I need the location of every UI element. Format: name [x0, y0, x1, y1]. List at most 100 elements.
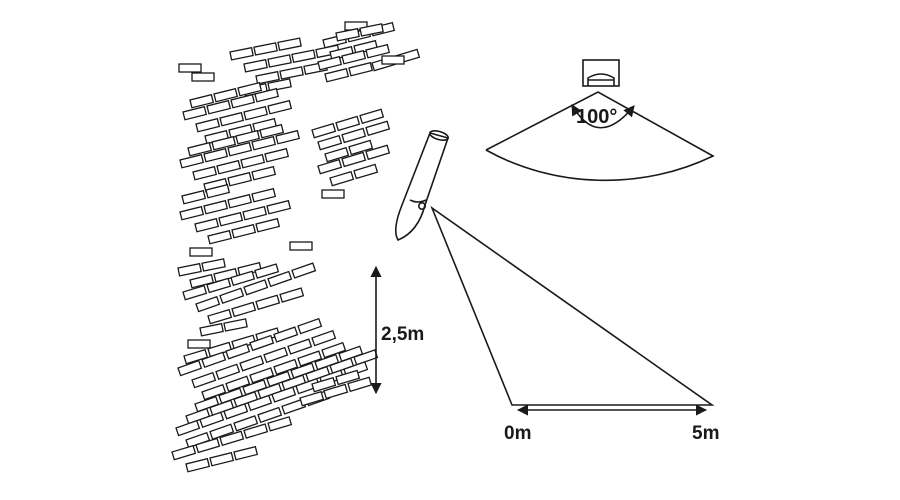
brick	[225, 375, 251, 392]
brick	[317, 55, 343, 71]
brick	[348, 139, 374, 156]
brick	[257, 382, 283, 400]
brick	[347, 376, 373, 393]
brick	[179, 205, 205, 221]
brick	[177, 262, 202, 277]
brick	[321, 189, 345, 199]
brick	[275, 129, 301, 145]
brick	[317, 134, 343, 151]
brick	[341, 151, 367, 168]
brick	[305, 365, 331, 383]
brick	[242, 205, 268, 221]
brick	[335, 115, 361, 132]
brick	[253, 42, 278, 56]
brick	[178, 63, 202, 73]
brick	[359, 108, 385, 125]
brick	[203, 147, 229, 163]
brick	[237, 81, 263, 97]
brick	[175, 419, 201, 437]
brick	[206, 277, 232, 294]
brick	[311, 376, 337, 393]
brick	[219, 111, 245, 127]
spotlight-lamp-icon	[394, 130, 450, 241]
brick	[182, 284, 208, 301]
brick	[338, 345, 364, 362]
brick	[171, 444, 197, 461]
brick	[183, 348, 209, 365]
brick	[243, 423, 269, 439]
brick	[323, 383, 349, 400]
brick	[291, 262, 317, 279]
brick	[329, 357, 355, 374]
brick	[242, 379, 268, 396]
brick	[247, 394, 273, 412]
brick	[231, 223, 257, 239]
brick	[179, 153, 205, 169]
brick	[177, 359, 203, 377]
brick	[192, 165, 218, 181]
brick	[291, 49, 316, 64]
brick	[259, 123, 285, 139]
brick	[290, 362, 316, 379]
brick	[225, 343, 251, 360]
brick	[277, 37, 302, 52]
brick	[219, 287, 245, 304]
brick	[257, 406, 283, 424]
brick-wall-icon	[171, 21, 421, 473]
brick	[230, 93, 256, 109]
brick	[359, 23, 384, 37]
brick	[207, 308, 233, 325]
coverage-sector	[485, 91, 715, 182]
brick	[255, 217, 281, 233]
range-start-label: 0m	[504, 423, 531, 444]
brick	[227, 193, 253, 209]
brick	[243, 279, 269, 296]
brick	[311, 329, 337, 347]
brick	[365, 144, 391, 161]
brick	[235, 129, 261, 145]
brick	[297, 350, 323, 367]
brick	[233, 415, 259, 432]
brick	[191, 72, 215, 82]
brick	[189, 247, 213, 257]
brick	[365, 43, 391, 59]
brick	[311, 122, 337, 139]
brick	[249, 367, 275, 384]
side-detection-zone	[430, 205, 715, 406]
brick	[195, 437, 221, 454]
brick	[199, 411, 225, 428]
brick	[279, 287, 305, 303]
brick	[201, 383, 227, 401]
brick	[195, 117, 221, 133]
brick	[266, 370, 292, 388]
brick	[199, 322, 224, 337]
brick	[206, 99, 232, 115]
brick	[194, 395, 220, 413]
brick	[273, 326, 299, 343]
brick	[227, 141, 253, 157]
brick	[255, 294, 281, 311]
brick	[267, 416, 293, 432]
motion-sensor-icon	[582, 59, 620, 87]
brick	[191, 371, 217, 389]
brick	[209, 451, 235, 467]
brick	[353, 163, 379, 180]
brick	[267, 99, 293, 115]
brick	[205, 183, 231, 199]
brick	[207, 229, 233, 245]
brick	[218, 387, 244, 404]
brick	[251, 187, 277, 203]
brick	[251, 135, 277, 151]
brick	[219, 430, 245, 447]
brick	[266, 199, 292, 215]
brick	[267, 270, 293, 288]
brick	[314, 353, 340, 371]
height-label: 2,5m	[381, 324, 424, 345]
brick	[233, 445, 259, 461]
brick	[216, 159, 242, 175]
brick	[201, 351, 227, 368]
brick	[211, 135, 237, 151]
brick	[230, 270, 256, 287]
brick	[240, 153, 266, 169]
